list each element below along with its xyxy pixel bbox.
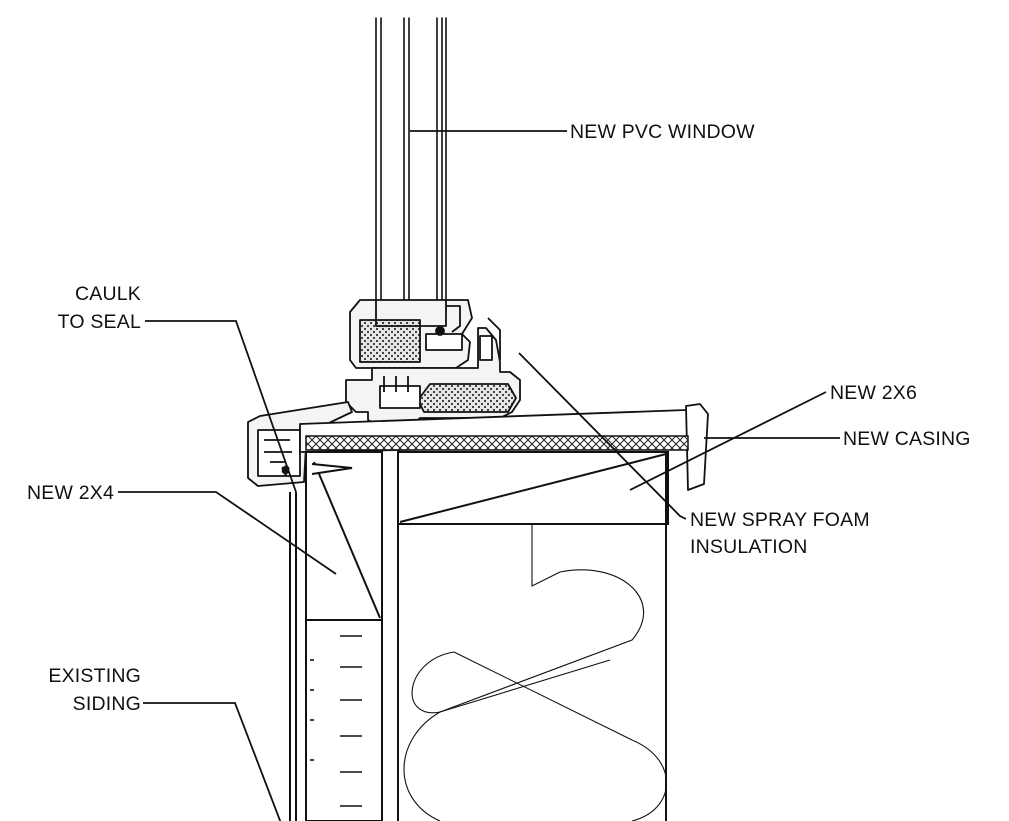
existing-siding-courses <box>310 635 362 807</box>
wall-cavity <box>289 452 667 821</box>
batt-insulation <box>403 524 667 821</box>
leader-lines <box>118 130 840 821</box>
label-siding-line2: SIDING <box>73 693 141 715</box>
pvc-window-frame <box>345 299 521 427</box>
label-new-pvc-window: NEW PVC WINDOW <box>570 121 755 143</box>
leader-2x4 <box>118 491 337 575</box>
leader-2x6 <box>629 391 827 491</box>
label-spray-foam-line1: NEW SPRAY FOAM <box>690 509 870 531</box>
label-new-2x6: NEW 2X6 <box>830 382 917 404</box>
label-spray-foam-line2: INSULATION <box>690 536 808 558</box>
spray-foam-strip <box>305 435 689 451</box>
new-2x6-header <box>397 451 669 525</box>
leader-siding <box>143 702 282 821</box>
label-siding-line1: EXISTING <box>48 665 141 687</box>
leader-spray-foam <box>518 352 687 520</box>
svg-text:ψ: ψ <box>282 465 289 476</box>
label-caulk-line2: TO SEAL <box>58 311 141 333</box>
new-2x4-framing <box>305 451 383 621</box>
window-glazing <box>375 17 447 301</box>
label-caulk-line1: CAULK <box>75 283 141 305</box>
leader-caulk <box>145 320 297 493</box>
label-new-casing: NEW CASING <box>843 428 971 450</box>
label-new-2x4: NEW 2X4 <box>27 482 114 504</box>
